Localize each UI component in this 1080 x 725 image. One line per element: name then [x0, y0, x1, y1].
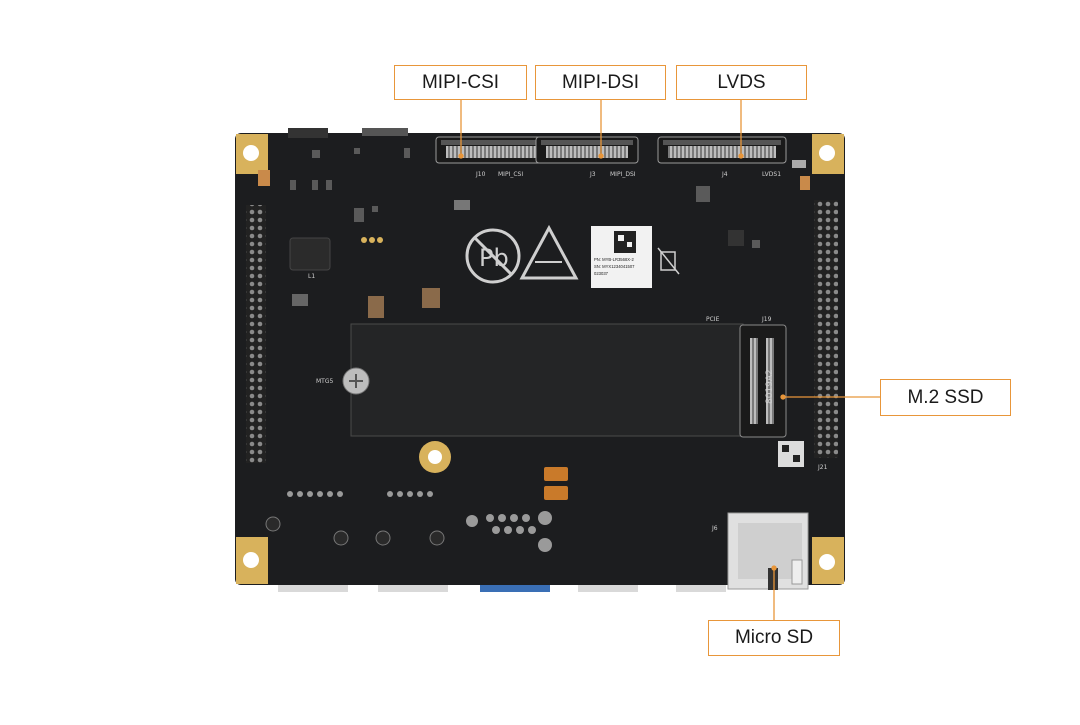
label-sn: SN: MYX1234041507	[594, 264, 635, 269]
lead-free-icon: Pb	[465, 228, 521, 284]
callout-mipi-csi: MIPI-CSI	[394, 65, 527, 100]
mipi-csi-connector	[435, 136, 547, 164]
lvds-connector	[657, 136, 787, 164]
callout-lvds: LVDS	[676, 65, 807, 100]
silk-j10: J10	[475, 171, 486, 178]
silk-pcie: PCIE	[706, 316, 720, 323]
label-date: 023037	[594, 271, 609, 276]
silk-j6: J6	[711, 525, 718, 532]
leader-lines	[458, 100, 880, 620]
right-pin-header	[814, 200, 838, 458]
callout-micro-sd: Micro SD	[708, 620, 840, 656]
svg-text:Pb: Pb	[479, 244, 509, 272]
label-pn: PN: MYB-LR3568X-2	[594, 257, 634, 262]
silk-mipi-csi: MIPI_CSI	[498, 171, 523, 178]
silk-lvds: LVDS1	[762, 171, 781, 178]
silk-j19: J19	[761, 316, 772, 323]
weee-icon	[657, 247, 680, 275]
silk-mipi-dsi: MIPI_DSI	[610, 171, 636, 178]
silk-l1: L1	[308, 273, 315, 280]
m2-slot: PCIE J19 8019A2	[350, 316, 787, 438]
callout-m2-ssd: M.2 SSD	[880, 379, 1011, 416]
silk-j21: J21	[817, 464, 828, 471]
left-pin-header	[246, 205, 266, 463]
product-label: PN: MYB-LR3568X-2 SN: MYX1234041507 0230…	[591, 226, 652, 288]
esd-warning-icon	[519, 224, 579, 280]
smd-components	[258, 148, 810, 318]
silk-mtg5: MTG5	[316, 378, 333, 385]
mtg5-screw: MTG5	[316, 367, 370, 395]
tantalum-cap-2	[544, 486, 568, 500]
bottom-pads	[287, 491, 552, 552]
silk-j4: J4	[721, 171, 728, 178]
micro-sd-slot: J6	[711, 512, 809, 590]
tantalum-cap-1	[544, 467, 568, 481]
silk-j3: J3	[589, 171, 596, 178]
callout-mipi-dsi: MIPI-DSI	[535, 65, 666, 100]
silk-m2-key: 8019A2	[765, 369, 775, 404]
mipi-dsi-connector	[535, 136, 639, 164]
qr-code	[778, 441, 804, 467]
inductor-l1	[289, 237, 331, 271]
standoffs	[265, 516, 445, 546]
mounting-holes	[236, 134, 844, 584]
